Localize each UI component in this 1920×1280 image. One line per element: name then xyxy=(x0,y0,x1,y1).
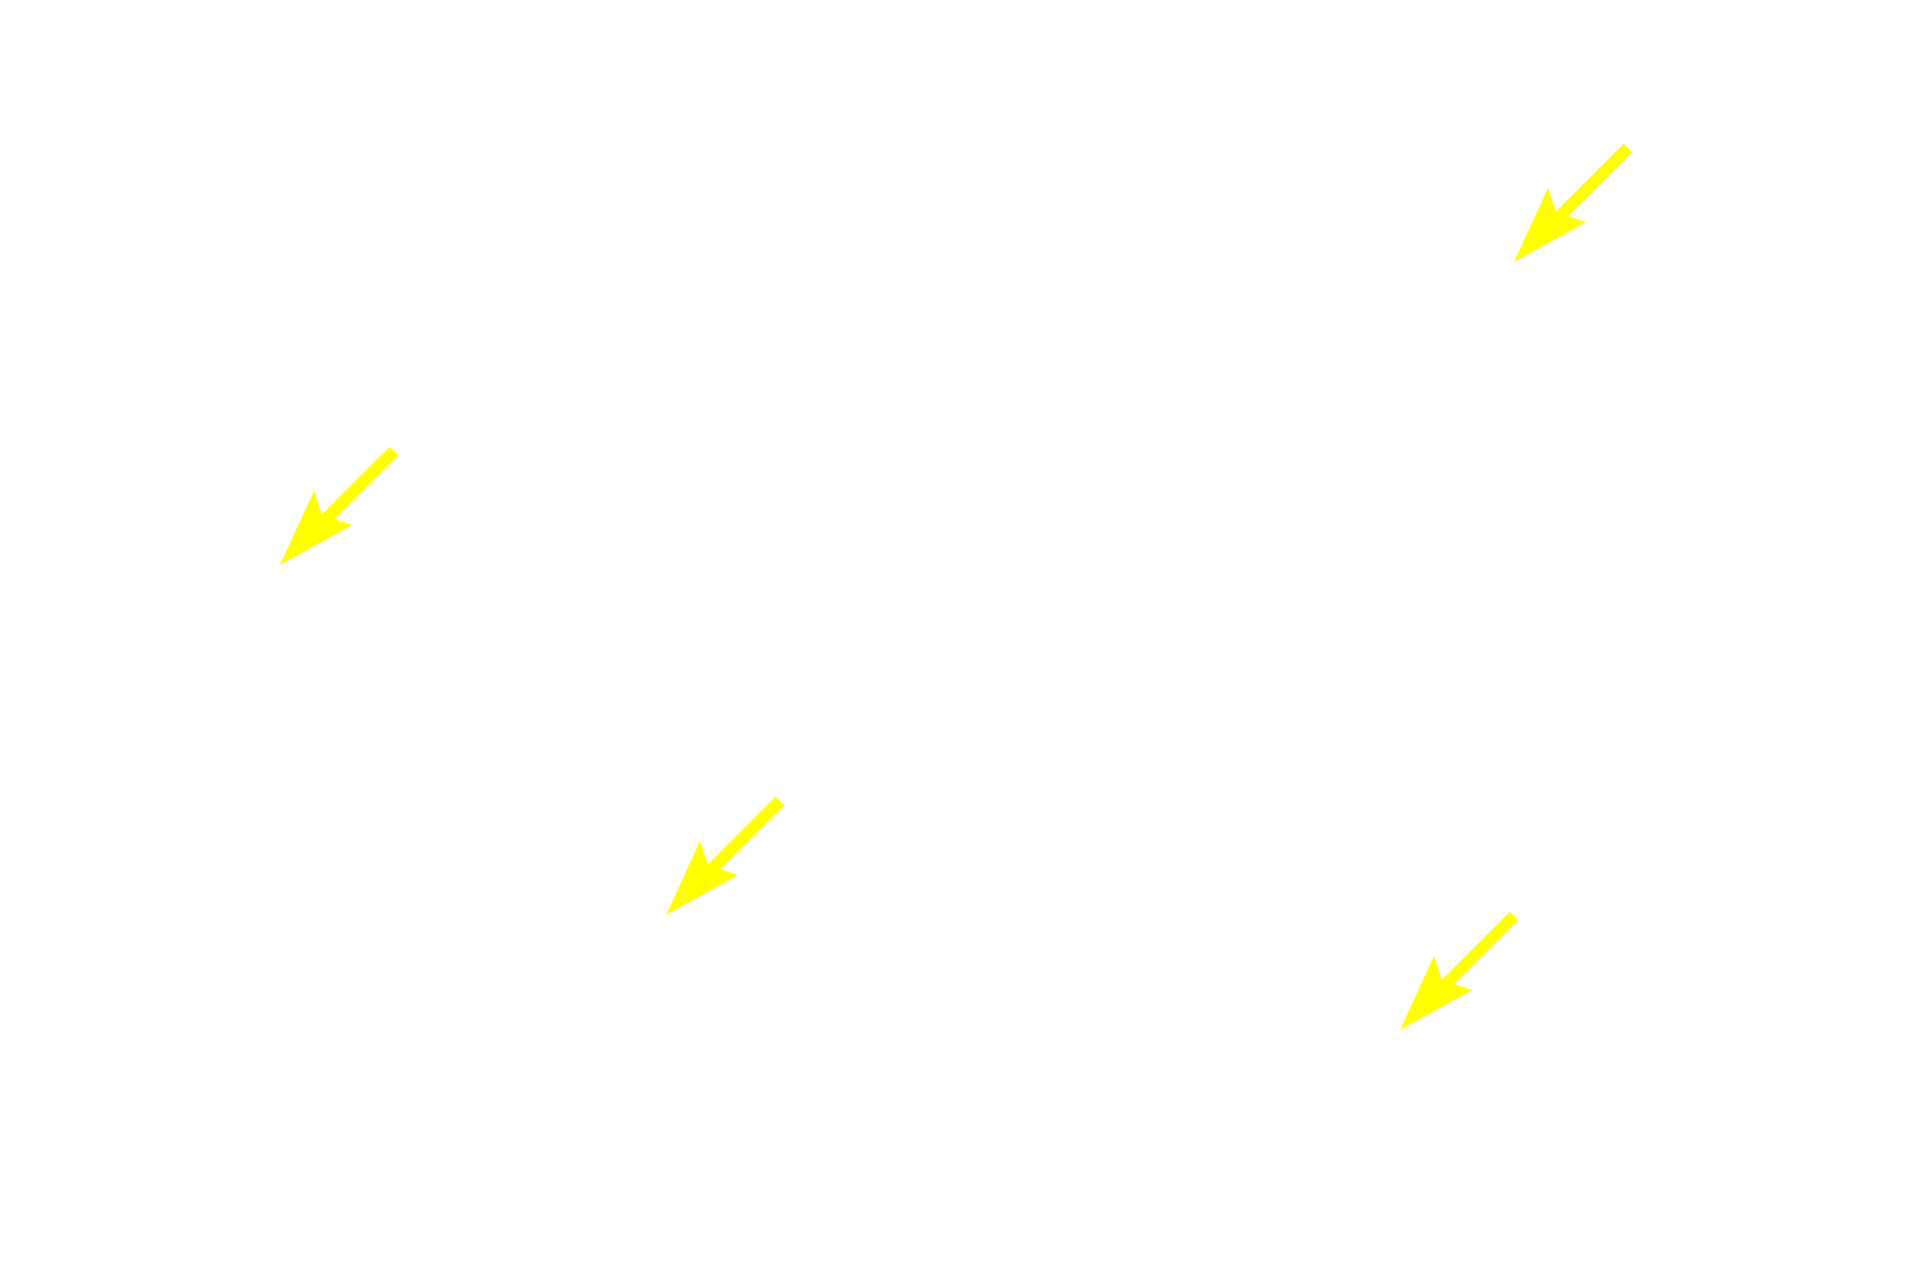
arrow-down-left-icon xyxy=(666,796,785,915)
arrow-down-left-icon xyxy=(1514,143,1633,262)
arrow-down-left-icon xyxy=(1400,911,1519,1030)
arrow-down-left-icon xyxy=(280,446,399,565)
